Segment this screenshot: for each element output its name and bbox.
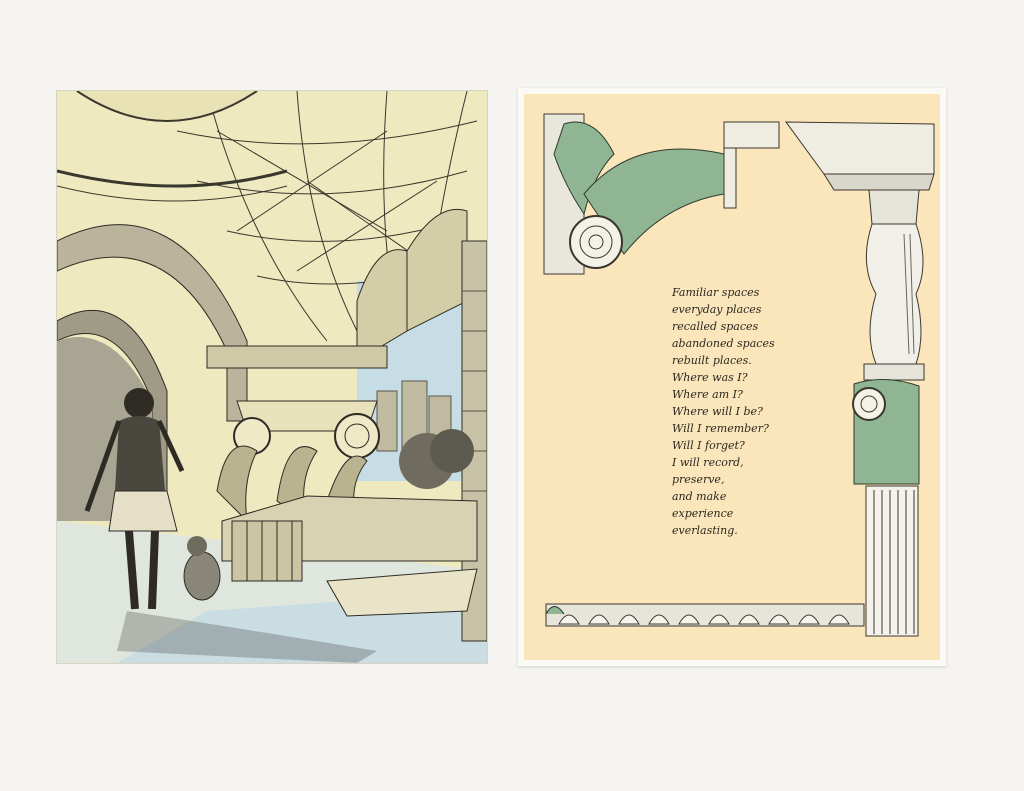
poem-line: preserve, bbox=[672, 473, 725, 486]
arcade-etching-plate bbox=[57, 91, 487, 663]
poem-line: abandoned spaces bbox=[672, 337, 775, 350]
poem-line: experience bbox=[672, 507, 734, 520]
poem-line: Where am I? bbox=[672, 388, 743, 401]
poem-line: everlasting. bbox=[672, 524, 738, 537]
poem-line: Will I remember? bbox=[672, 422, 769, 435]
poem-line: I will record, bbox=[672, 456, 744, 469]
poem-paper bbox=[524, 94, 940, 660]
poem-line: rebuilt places. bbox=[672, 354, 752, 367]
poem-line: Will I forget? bbox=[672, 439, 745, 452]
arcade-illustration-icon bbox=[57, 91, 487, 663]
poem-line: recalled spaces bbox=[672, 320, 759, 333]
corinthian-column-frame-icon bbox=[543, 113, 935, 637]
poem-line: everyday places bbox=[672, 303, 762, 316]
poem-line: Where will I be? bbox=[672, 405, 763, 418]
poem-line: and make bbox=[672, 490, 727, 503]
poem-line: Familiar spaces bbox=[672, 286, 760, 299]
poem-text: Familiar spaces everyday places recalled… bbox=[672, 284, 842, 539]
poem-plate bbox=[518, 88, 946, 666]
poem-line: Where was I? bbox=[672, 371, 748, 384]
